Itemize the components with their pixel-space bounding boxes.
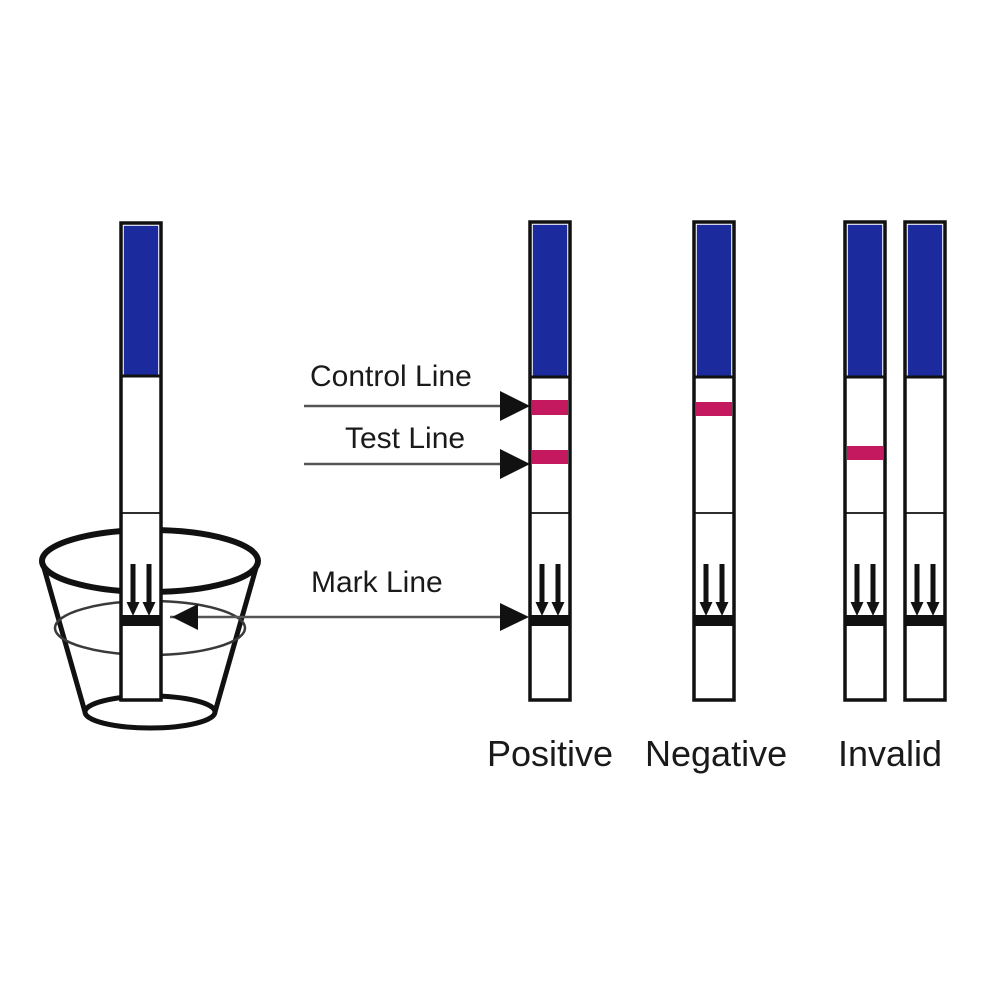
callout-arrow-mark-line-cup-head (172, 604, 198, 630)
callout-arrow-mark-line (170, 603, 529, 631)
result-label-positive: Positive (487, 733, 614, 774)
strip-invalid-right-handle (907, 224, 943, 377)
strip-invalid-right-mark-line (905, 615, 945, 626)
strip-positive-control-line (532, 400, 568, 415)
strip-invalid-right[interactable] (903, 220, 947, 702)
strip-positive-handle (532, 224, 568, 377)
strip-negative-control-line (696, 402, 732, 416)
strip-invalid-left-handle (847, 224, 883, 377)
strip-invalid-left-test-line (847, 446, 883, 460)
strip-positive-test-line (532, 450, 568, 464)
control-line-label: Control Line (310, 360, 472, 393)
mark-line-label: Mark Line (311, 566, 443, 599)
strip-negative-handle (696, 224, 732, 377)
strip-positive-mark-line (530, 615, 570, 626)
test-line-label: Test Line (345, 422, 466, 455)
strip-invalid-left[interactable] (843, 220, 887, 702)
strip-dipping[interactable] (119, 221, 163, 702)
strip-dipping-mark-line (121, 615, 161, 626)
strip-invalid-right-arrows (910, 564, 940, 616)
callout-arrow-test-line (304, 449, 530, 479)
strip-invalid-left-mark-line (845, 615, 885, 626)
strip-positive[interactable] (528, 220, 572, 702)
callout-arrow-control-line (304, 391, 530, 421)
strip-dipping-arrows (126, 564, 156, 616)
strip-dipping-handle (123, 225, 159, 376)
strip-negative[interactable] (692, 220, 736, 702)
result-label-invalid: Invalid (838, 733, 943, 774)
result-label-negative: Negative (645, 733, 788, 774)
strip-negative-mark-line (694, 615, 734, 626)
strip-invalid-left-arrows (850, 564, 880, 616)
strip-positive-arrows (535, 564, 565, 616)
strip-negative-arrows (699, 564, 729, 616)
